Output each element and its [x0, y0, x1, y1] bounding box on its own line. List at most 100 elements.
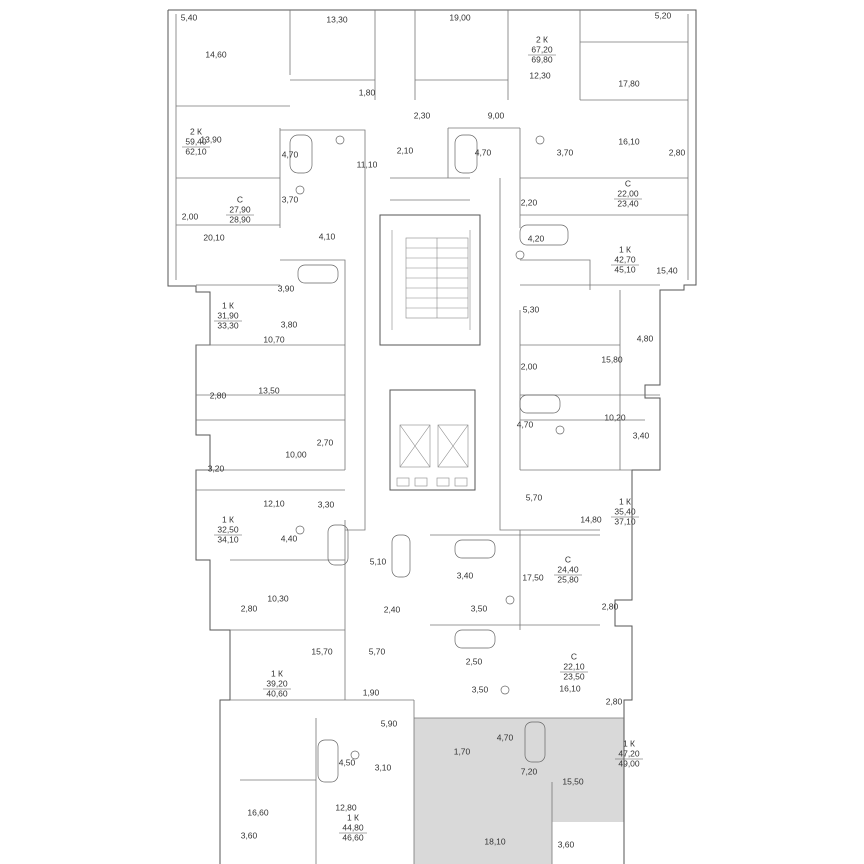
- apartment-living: 47,20: [618, 748, 640, 758]
- room-area-label: 5,70: [369, 646, 386, 656]
- highlighted-apartment[interactable]: [414, 718, 624, 864]
- apartment-type: 1 К: [347, 812, 359, 822]
- room-area-label: 13,30: [326, 14, 348, 24]
- apartment-living: 42,70: [614, 254, 636, 264]
- room-area-label: 16,60: [247, 807, 269, 817]
- apartment-living: 27,90: [229, 204, 251, 214]
- room-area-label: 12,80: [335, 802, 357, 812]
- apartment-total: 34,10: [217, 534, 239, 544]
- room-area-label: 3,90: [278, 283, 295, 293]
- apartment-type: С: [625, 178, 631, 188]
- room-area-label: 2,30: [414, 110, 431, 120]
- apartment-living: 67,20: [531, 44, 553, 54]
- apartment-type: 1 К: [619, 496, 631, 506]
- apartment-type: 1 К: [619, 244, 631, 254]
- room-area-label: 11,10: [357, 159, 378, 169]
- apartment-total: 33,30: [217, 320, 239, 330]
- apartment-total: 46,60: [342, 832, 364, 842]
- room-area-label: 12,10: [263, 498, 285, 508]
- apartment-total: 49,00: [618, 758, 640, 768]
- apartment-living: 39,20: [266, 678, 288, 688]
- room-area-label: 1,90: [363, 687, 380, 697]
- room-area-label: 3,40: [457, 570, 474, 580]
- room-area-label: 2,80: [210, 390, 227, 400]
- room-area-label: 4,70: [475, 147, 492, 157]
- room-area-label: 2,40: [384, 604, 401, 614]
- room-area-label: 10,00: [285, 449, 307, 459]
- room-area-label: 15,40: [656, 265, 678, 275]
- room-area-label: 10,20: [604, 412, 626, 422]
- room-area-label: 4,80: [637, 333, 654, 343]
- room-area-label: 3,60: [558, 839, 575, 849]
- room-area-label: 2,70: [317, 437, 334, 447]
- apartment-living: 31,90: [217, 310, 239, 320]
- room-area-label: 5,70: [526, 492, 543, 502]
- room-area-label: 15,50: [562, 776, 584, 786]
- room-area-label: 3,60: [241, 830, 258, 840]
- apartment-type: С: [565, 554, 571, 564]
- apartment-total: 62,10: [185, 146, 207, 156]
- room-area-label: 5,90: [381, 718, 398, 728]
- room-area-label: 3,50: [472, 684, 489, 694]
- apartment-total: 23,50: [563, 671, 585, 681]
- apartment-type: С: [237, 194, 243, 204]
- apartment-type: 1 К: [222, 300, 234, 310]
- bathroom-fixtures: [289, 134, 569, 783]
- apartment-type: 2 К: [190, 126, 202, 136]
- apartment-total: 45,10: [614, 264, 636, 274]
- apartment-living: 32,50: [217, 524, 239, 534]
- room-area-label: 3,40: [633, 430, 650, 440]
- room-area-label: 3,30: [318, 499, 335, 509]
- room-area-label: 3,80: [281, 319, 298, 329]
- room-area-label: 3,20: [208, 463, 225, 473]
- room-area-label: 4,70: [517, 419, 534, 429]
- room-area-label: 5,30: [523, 304, 540, 314]
- room-area-label: 4,50: [339, 757, 356, 767]
- room-area-label: 3,70: [282, 194, 299, 204]
- room-area-label: 17,50: [522, 572, 544, 582]
- room-area-label: 18,10: [484, 836, 506, 846]
- room-area-label: 3,10: [375, 762, 392, 772]
- room-area-label: 4,10: [319, 231, 336, 241]
- room-area-label: 2,20: [521, 197, 538, 207]
- room-area-label: 15,80: [601, 354, 623, 364]
- apartment-total: 25,80: [557, 574, 579, 584]
- room-area-label: 1,70: [454, 746, 471, 756]
- apartment-living: 59,40: [185, 136, 207, 146]
- corridor: [345, 177, 520, 531]
- room-area-label: 4,40: [281, 533, 298, 543]
- room-area-label: 2,80: [241, 603, 258, 613]
- apartment-type: 1 К: [222, 514, 234, 524]
- room-area-label: 19,00: [449, 12, 471, 22]
- room-area-label: 13,50: [258, 385, 280, 395]
- room-area-label: 5,40: [181, 12, 198, 22]
- apartment-total: 28,90: [229, 214, 251, 224]
- room-area-label: 4,20: [528, 233, 545, 243]
- room-area-label: 3,50: [471, 603, 488, 613]
- room-area-label: 12,30: [529, 70, 551, 80]
- room-area-label: 1,80: [359, 87, 376, 97]
- apartment-total: 23,40: [617, 198, 639, 208]
- room-area-label: 13,90: [200, 134, 222, 144]
- room-area-label: 16,10: [618, 136, 640, 146]
- apartment-type: 1 К: [623, 738, 635, 748]
- apartment-total: 69,80: [531, 54, 553, 64]
- apartment-total: 37,10: [614, 516, 636, 526]
- building-outline: [167, 9, 697, 864]
- room-area-label: 2,50: [466, 656, 483, 666]
- apartment-living: 22,00: [617, 188, 639, 198]
